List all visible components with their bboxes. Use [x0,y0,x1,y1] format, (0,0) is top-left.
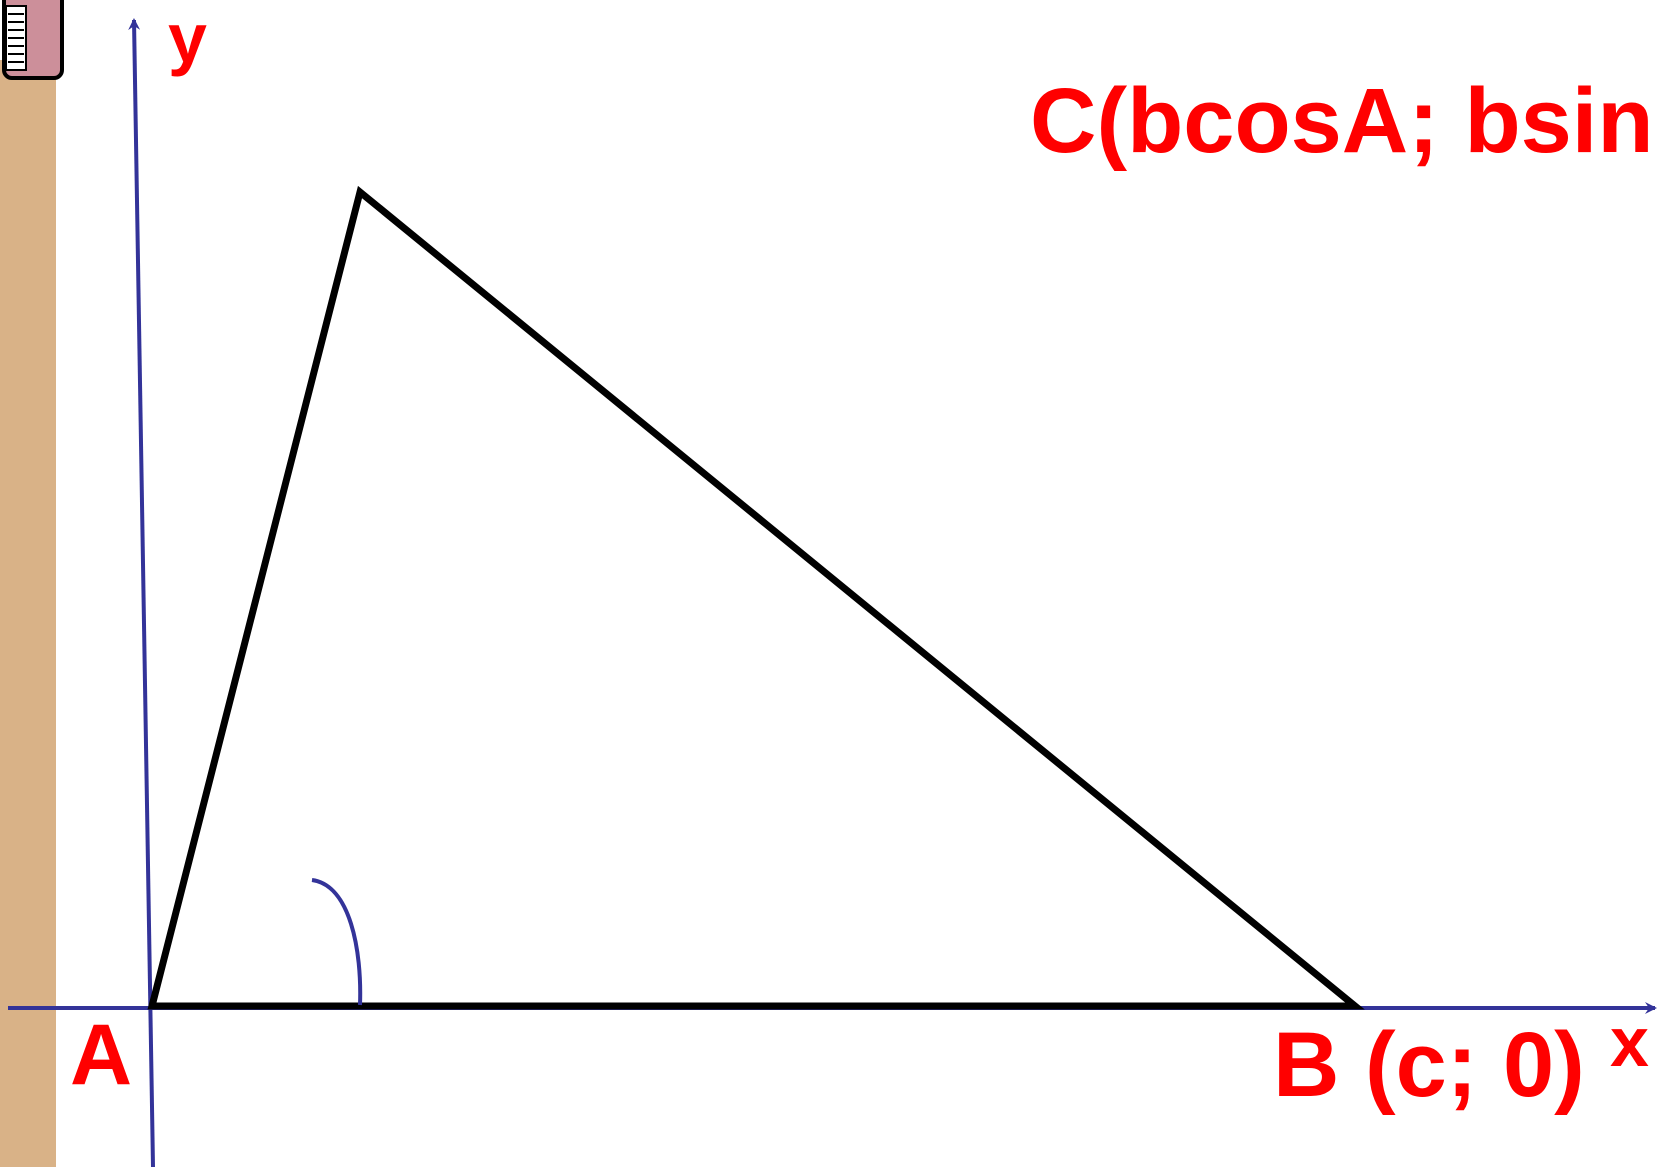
x-axis-label: x [1610,1003,1649,1081]
triangle-abc [147,185,1365,1010]
angle-a-arc [311,878,363,1006]
sidebar-strip [0,60,56,1167]
vertex-b-label: B (c; 0) [1273,1014,1585,1116]
jar-icon [2,0,64,80]
vertex-a-label: A [70,1007,132,1103]
vertex-c-label: C(bcosA; bsin [1030,70,1654,172]
y-axis-label: y [168,0,207,77]
y-axis [128,18,155,1167]
